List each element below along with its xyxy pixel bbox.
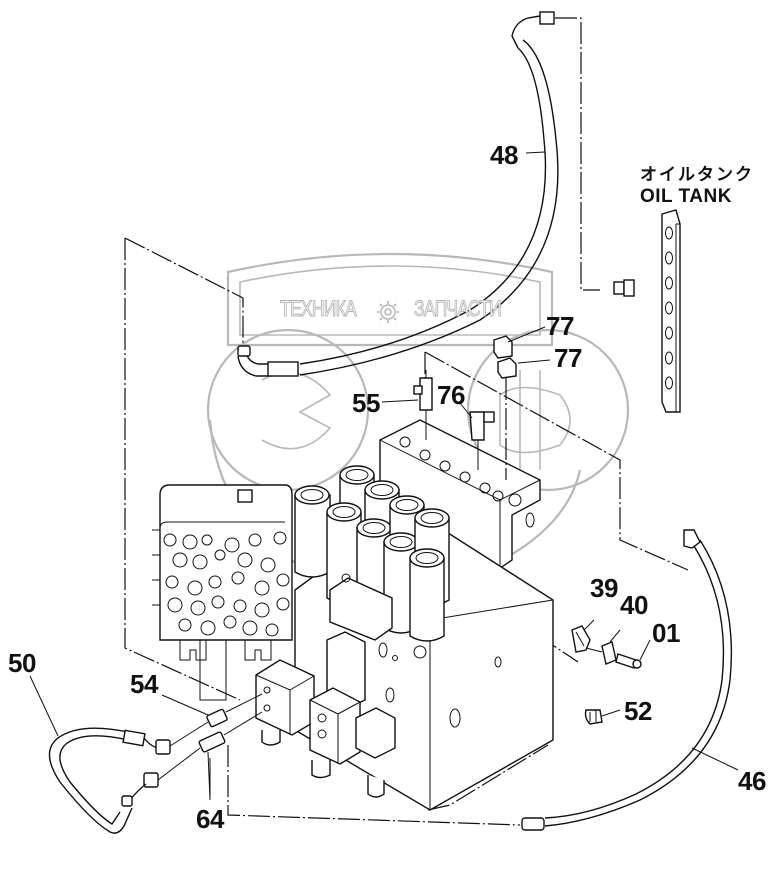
oil-tank-label-en: OIL TANK xyxy=(640,186,732,207)
plug-77a xyxy=(493,335,513,359)
connector-54 xyxy=(169,693,263,747)
solenoid-box xyxy=(329,577,393,641)
callout-64: 64 xyxy=(196,804,224,834)
hose-48 xyxy=(237,11,559,377)
callout-48: 48 xyxy=(490,140,518,170)
watermark-letter-f xyxy=(499,370,571,470)
clamp-39 xyxy=(571,625,591,653)
gear-icon xyxy=(377,301,399,323)
fitting xyxy=(539,11,555,25)
plug-77b xyxy=(497,357,517,480)
callout-55: 55 xyxy=(352,388,380,418)
spool-cylinders xyxy=(294,465,450,642)
fitting xyxy=(237,345,251,357)
hose-46 xyxy=(521,529,733,831)
callout-50: 50 xyxy=(8,648,36,678)
pilot-valve-block xyxy=(152,484,293,701)
callout-76: 76 xyxy=(437,380,465,410)
bolt-01 xyxy=(615,653,642,669)
hose-50 xyxy=(48,727,171,834)
callout-52: 52 xyxy=(624,696,652,726)
callout-01: 01 xyxy=(652,618,680,648)
callout-77-upper: 77 xyxy=(546,311,574,341)
fitting xyxy=(521,817,545,831)
watermark-letter-e xyxy=(261,372,332,450)
callout-40: 40 xyxy=(620,590,648,620)
callout-77-lower: 77 xyxy=(554,343,582,373)
tank-fitting xyxy=(613,279,635,297)
fitting-76 xyxy=(469,411,495,470)
plug-52 xyxy=(584,709,603,725)
callout-leaders xyxy=(29,151,739,798)
watermark-circle-right xyxy=(466,328,630,492)
pilot-ports xyxy=(163,531,290,637)
callout-54: 54 xyxy=(130,669,158,699)
oil-tank-label-jp: オイルタンク xyxy=(640,165,754,185)
callout-46: 46 xyxy=(738,766,766,796)
watermark-circle-left xyxy=(206,328,370,492)
front-sub-blocks xyxy=(255,631,396,798)
watermark-text-right: ЗАПЧАСТИ xyxy=(414,296,503,322)
watermark-text-left: ТЕХНИКА xyxy=(280,296,358,322)
oil-tank-plate xyxy=(661,209,681,413)
fitting-55 xyxy=(413,370,433,440)
plate-40 xyxy=(585,641,617,665)
callout-39: 39 xyxy=(590,573,618,603)
